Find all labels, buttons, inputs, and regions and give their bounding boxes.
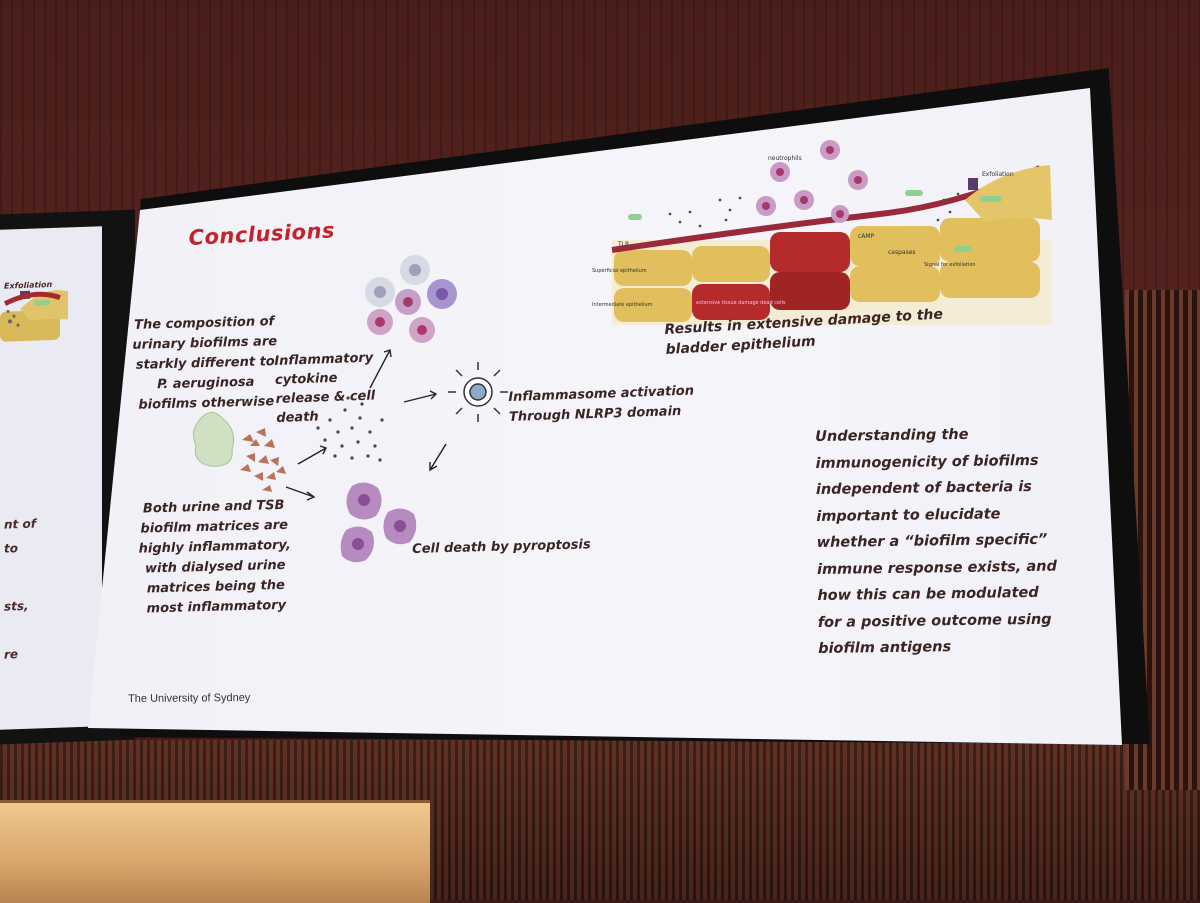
diagram-label-tlr: TLR — [617, 241, 629, 248]
left-text-composition: The composition of urinary biofilms are … — [132, 314, 278, 413]
left-screen: Exfoliation nt of to sts, re — [0, 226, 102, 730]
biofilm-blob-icon — [192, 411, 235, 467]
inflammatory-label: Inflammatory cytokine release & cell dea… — [274, 350, 376, 426]
diagram-label-signal: Signal for exfoliation — [924, 262, 976, 268]
left-screen-fragment: to — [4, 541, 18, 556]
pyroptotic-cells-icon — [340, 482, 417, 563]
flow-arrows — [285, 349, 447, 501]
cytokine-dots-icon — [316, 396, 384, 462]
inflammasome-icon — [448, 362, 508, 422]
immune-cells-icon — [365, 255, 457, 343]
lectern — [0, 800, 430, 903]
bacteria-cluster-icon — [240, 428, 286, 492]
left-screen-fragment: re — [4, 647, 19, 662]
left-text-matrices: Both urine and TSB biofilm matrices are … — [138, 497, 292, 617]
diagram-label-caspases: caspases — [888, 249, 916, 256]
left-screen-fragment: nt of — [4, 516, 36, 532]
diagram-label-exfoliation: Exfoliation — [982, 171, 1014, 178]
left-screen-illustration — [0, 290, 68, 342]
conclusion-text: Understanding the immunogenicity of biof… — [815, 426, 1058, 657]
diagram-label-intermediate: Intermediate epithelium — [592, 302, 653, 308]
diagram-label-damage: extensive tissue damage dead cells — [696, 300, 786, 306]
left-screen-fragment: sts, — [4, 598, 29, 614]
diagram-label-camp: cAMP — [858, 233, 875, 240]
inflammasome-label: Inflammasome activation Through NLRP3 do… — [508, 383, 695, 425]
diagram-label-neutrophils: neutrophils — [768, 155, 802, 162]
slide-footer: The University of Sydney — [128, 691, 251, 705]
bladder-epithelium-diagram-icon — [611, 140, 1052, 325]
left-screen-exfoliation: Exfoliation — [4, 279, 53, 291]
diagram-label-superficial: Superficial epithelium — [592, 268, 647, 274]
